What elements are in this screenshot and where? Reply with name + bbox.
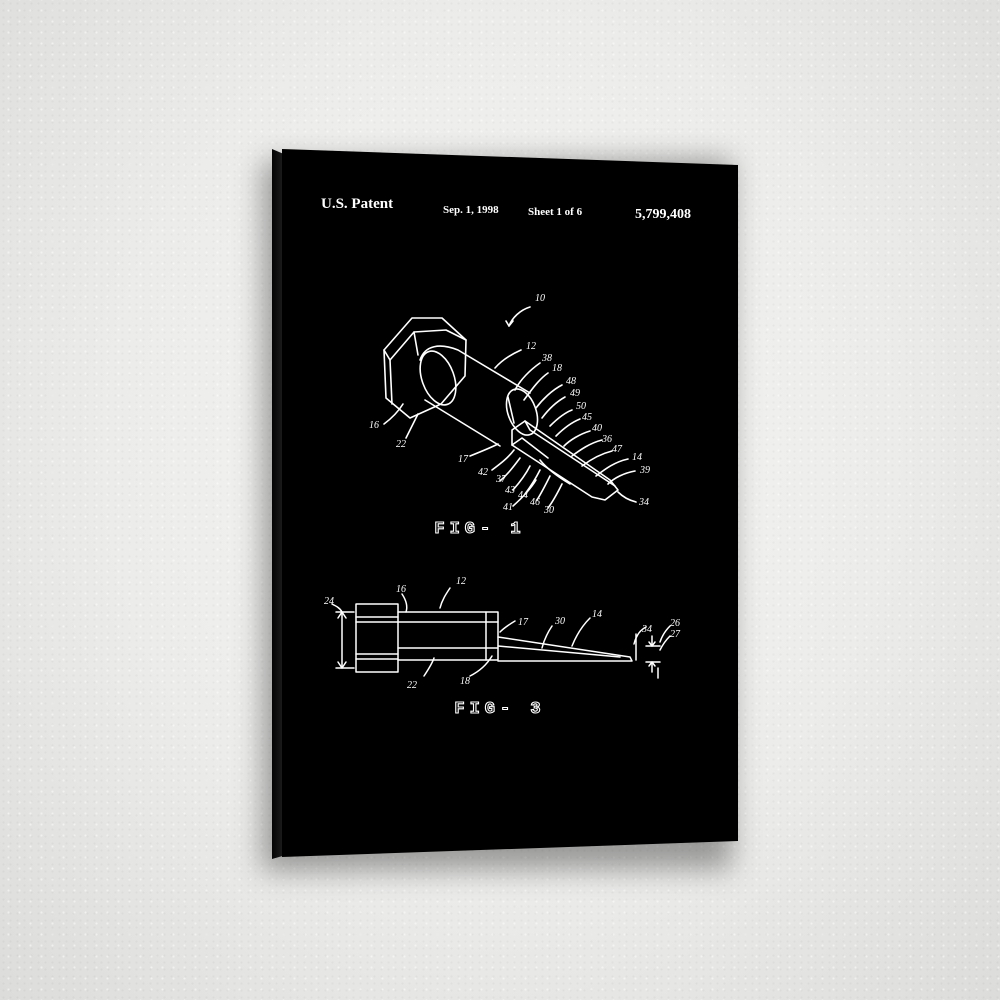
canvas-side-edge [272, 149, 282, 859]
canvas-face [282, 149, 738, 857]
patent-sheet-label: Sheet 1 of 6 [528, 206, 583, 218]
patent-office-label: U.S. Patent [321, 196, 394, 212]
patent-date: Sep. 1, 1998 [443, 204, 499, 216]
patent-number: 5,799,408 [635, 207, 691, 222]
